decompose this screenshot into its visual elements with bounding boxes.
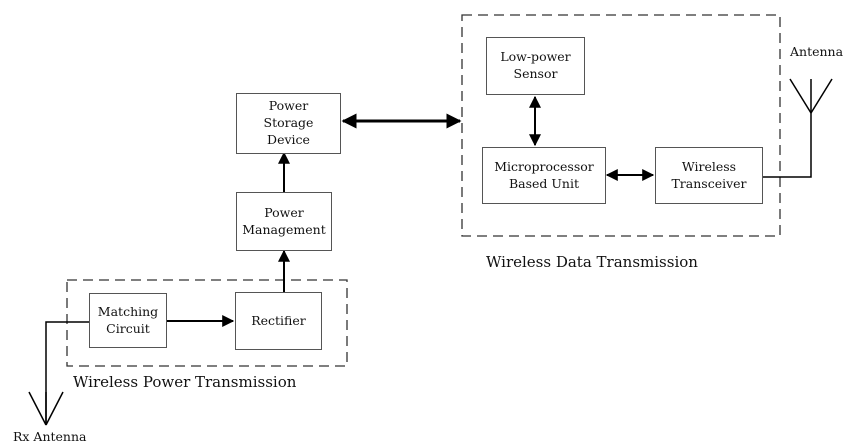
- power-storage-device-block: Power Storage Device: [236, 93, 341, 154]
- data-transmission-group-frame: [461, 14, 781, 237]
- wireless-transceiver-label: Wireless Transceiver: [671, 158, 747, 191]
- wireless-transceiver-block: Wireless Transceiver: [655, 147, 763, 204]
- rectifier-label: Rectifier: [251, 312, 306, 328]
- rx-antenna-label: Rx Antenna: [13, 429, 87, 444]
- microprocessor-block: Microprocessor Based Unit: [482, 147, 606, 204]
- power-transmission-group-frame: [66, 279, 348, 367]
- power-management-block: Power Management: [236, 192, 332, 251]
- rectifier-block: Rectifier: [235, 292, 322, 350]
- power-storage-device-label: Power Storage Device: [263, 98, 314, 147]
- tx-antenna-icon: [763, 78, 833, 178]
- microprocessor-label: Microprocessor Based Unit: [494, 158, 594, 191]
- tx-antenna-label: Antenna: [790, 44, 844, 59]
- low-power-sensor-label: Low-power Sensor: [500, 49, 571, 81]
- data-transmission-caption: Wireless Data Transmission: [486, 253, 698, 271]
- rx-antenna-icon: [28, 321, 90, 426]
- matching-circuit-label: Matching Circuit: [97, 303, 159, 336]
- power-management-label: Power Management: [242, 204, 326, 237]
- power-transmission-caption: Wireless Power Transmission: [73, 373, 297, 391]
- matching-circuit-block: Matching Circuit: [89, 293, 167, 348]
- low-power-sensor-block: Low-power Sensor: [486, 37, 585, 95]
